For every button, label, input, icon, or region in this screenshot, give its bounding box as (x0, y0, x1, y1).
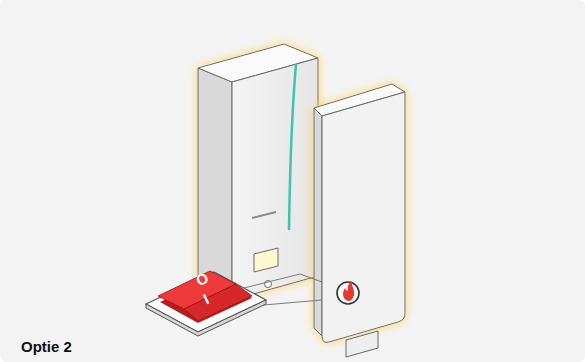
wire (236, 274, 322, 290)
boiler-front (322, 92, 405, 342)
heat-pump-unit (198, 44, 318, 300)
boiler-unit (314, 84, 405, 342)
boiler-side (314, 108, 322, 336)
caption: Optie 2 (21, 339, 72, 354)
rocker-bottom-half (184, 284, 252, 321)
accent-stripe (289, 64, 296, 230)
boiler-bracket (346, 331, 378, 357)
flame-badge (337, 282, 359, 304)
unit-front (232, 58, 318, 300)
brand-mark (252, 212, 276, 218)
flame-symbol (343, 281, 354, 301)
unit-side (198, 68, 232, 300)
control-display (254, 248, 278, 272)
